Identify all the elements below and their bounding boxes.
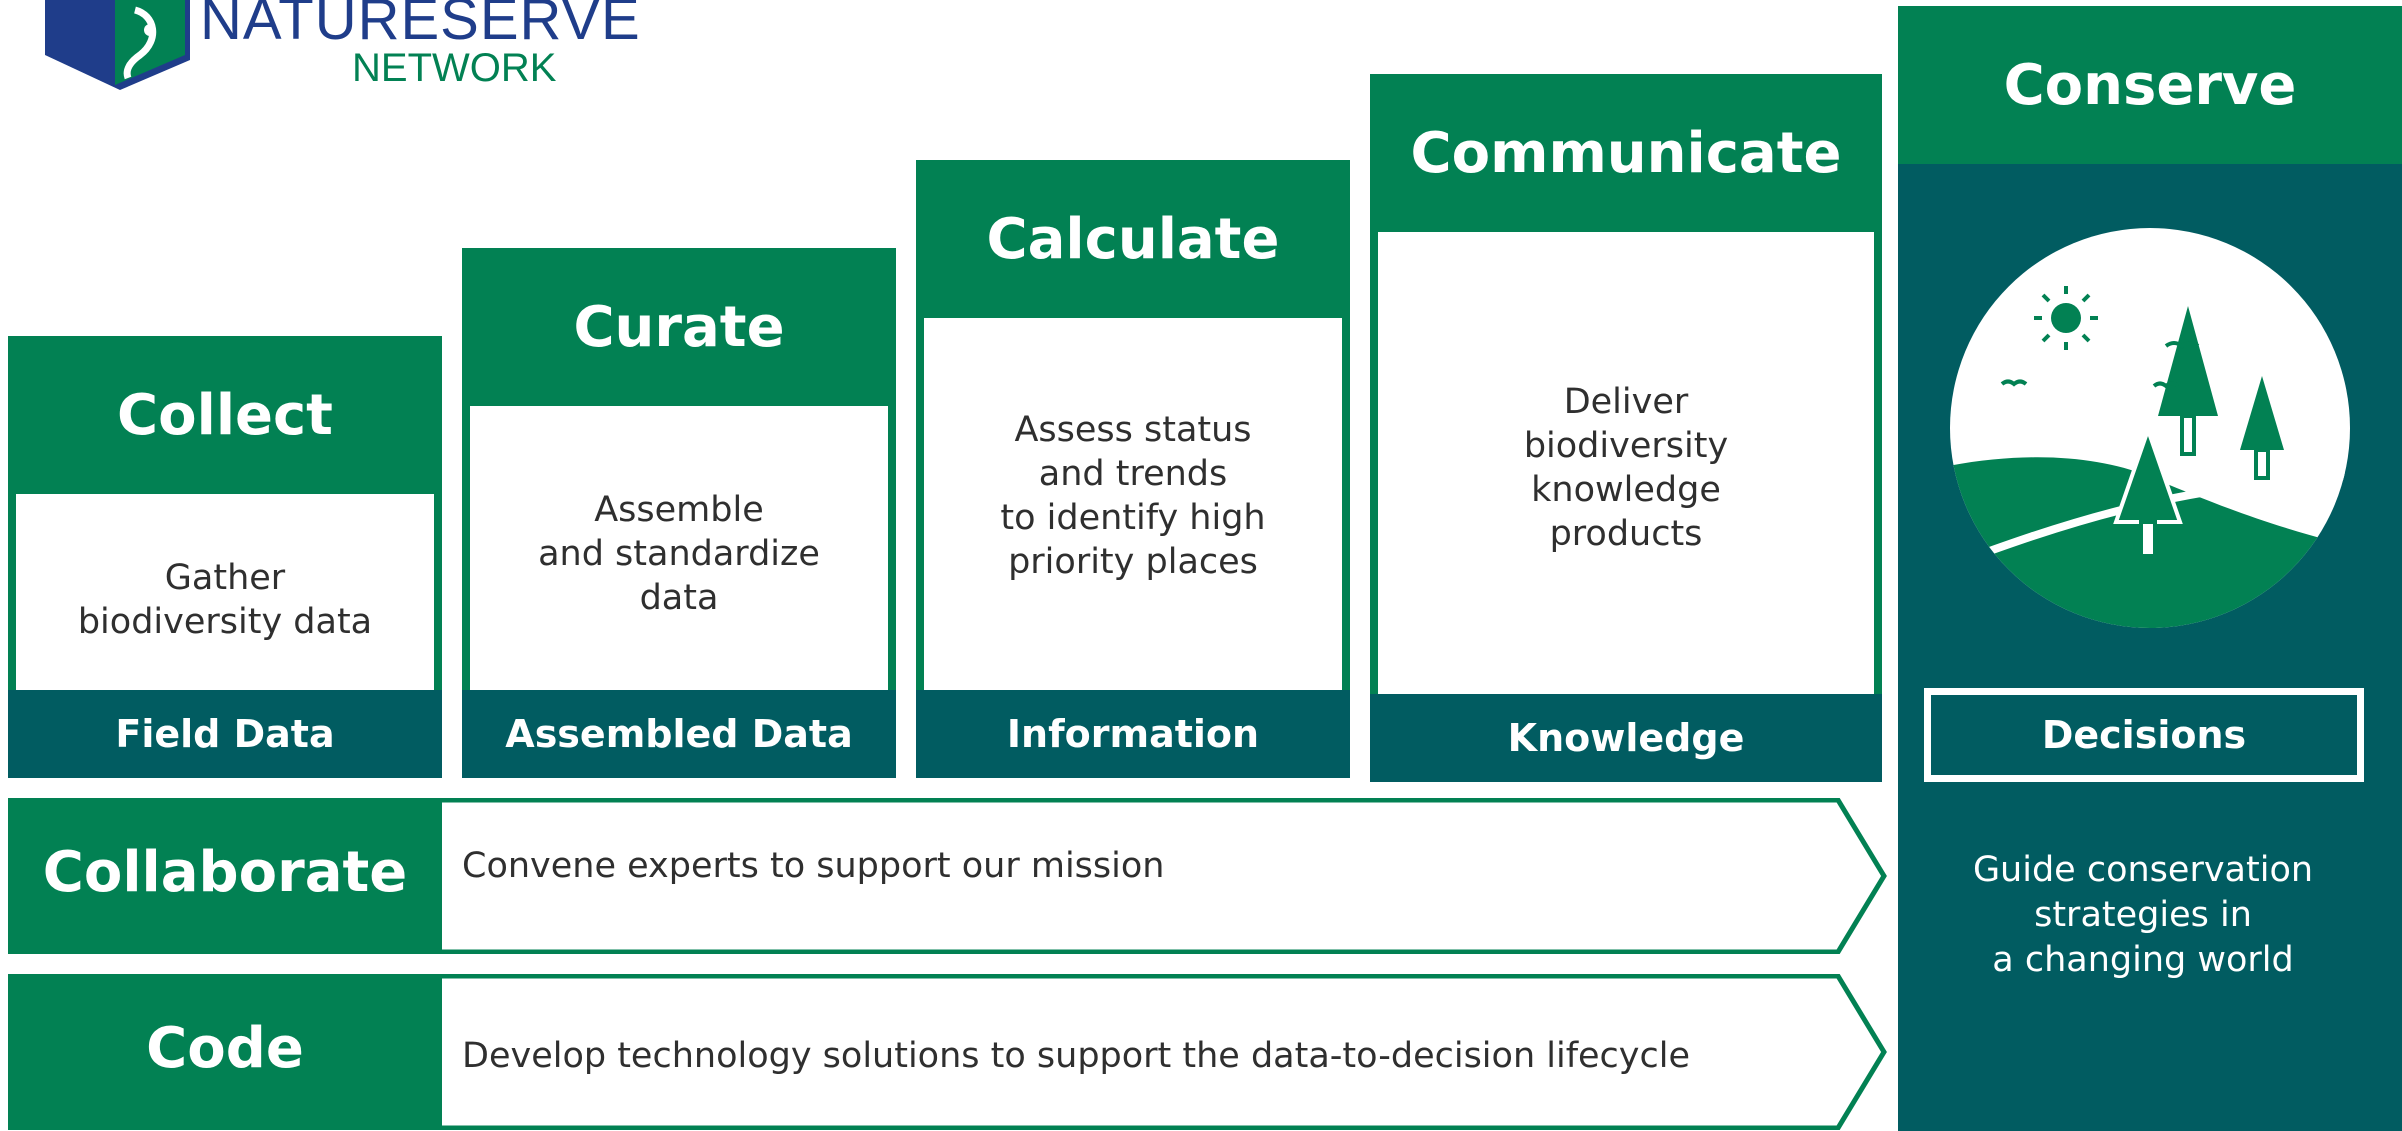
step-body-line: Deliver xyxy=(1563,382,1689,422)
step-body-line: and standardize xyxy=(538,534,820,574)
step-body-line: Assemble xyxy=(594,490,764,530)
step-body: Assemble and standardize data xyxy=(470,488,888,620)
step-body: Gather biodiversity data xyxy=(16,556,434,644)
conserve-title: Conserve xyxy=(1898,6,2402,164)
step-body-box: Deliver biodiversity knowledge products xyxy=(1370,232,1882,694)
landscape-icon xyxy=(1950,228,2350,628)
step-calculate: Calculate Assess status and trends to id… xyxy=(916,160,1350,778)
step-footer: Information xyxy=(916,690,1350,778)
logo-shield-icon xyxy=(45,0,190,90)
arrow-shape xyxy=(8,798,1887,954)
conserve-body-line: strategies in xyxy=(2034,895,2252,935)
bar-code: Code Develop technology solutions to sup… xyxy=(8,974,1888,1130)
bar-collaborate: Collaborate Convene experts to support o… xyxy=(8,798,1888,954)
bar-text: Convene experts to support our mission xyxy=(462,846,1165,886)
logo-title: NATURESERVE xyxy=(200,0,641,52)
step-body-line: priority places xyxy=(1008,542,1258,582)
step-curate: Curate Assemble and standardize data Ass… xyxy=(462,248,896,778)
bar-label: Collaborate xyxy=(42,839,408,905)
step-title: Collect xyxy=(8,336,442,494)
step-body-box: Gather biodiversity data xyxy=(8,494,442,690)
conserve-panel: Conserve Decisions Guide conservatio xyxy=(1898,6,2402,1131)
step-body-line: Gather xyxy=(164,558,286,598)
step-title: Calculate xyxy=(916,160,1350,318)
step-body-line: and trends xyxy=(1038,454,1228,494)
step-body-line: biodiversity data xyxy=(77,602,373,642)
logo: NATURESERVE NETWORK xyxy=(40,0,640,95)
decisions-badge: Decisions xyxy=(1924,688,2364,782)
step-body-line: products xyxy=(1549,514,1703,554)
step-collect: Collect Gather biodiversity data Field D… xyxy=(8,336,442,778)
bar-label: Code xyxy=(146,1015,304,1081)
arrow-shape xyxy=(8,974,1887,1130)
step-footer: Field Data xyxy=(8,690,442,778)
step-body-line: biodiversity xyxy=(1523,426,1729,466)
logo-subtitle: NETWORK xyxy=(352,46,557,90)
step-footer: Assembled Data xyxy=(462,690,896,778)
step-title: Curate xyxy=(462,248,896,406)
conserve-body-line: a changing world xyxy=(1992,940,2294,980)
conserve-body-line: Guide conservation xyxy=(1972,850,2314,890)
conserve-body: Guide conservation strategies in a chang… xyxy=(1898,848,2388,983)
step-body: Deliver biodiversity knowledge products xyxy=(1378,380,1874,556)
step-footer: Knowledge xyxy=(1370,694,1882,782)
bar-text: Develop technology solutions to support … xyxy=(462,1036,1691,1076)
step-communicate: Communicate Deliver biodiversity knowled… xyxy=(1370,74,1882,782)
step-body-box: Assess status and trends to identify hig… xyxy=(916,318,1350,690)
step-body-box: Assemble and standardize data xyxy=(462,406,896,690)
step-title: Communicate xyxy=(1370,74,1882,232)
step-body-line: to identify high xyxy=(1000,498,1266,538)
step-body: Assess status and trends to identify hig… xyxy=(924,408,1342,584)
step-body-line: Assess status xyxy=(1014,410,1252,450)
step-body-line: data xyxy=(639,578,719,618)
step-body-line: knowledge xyxy=(1531,470,1721,510)
